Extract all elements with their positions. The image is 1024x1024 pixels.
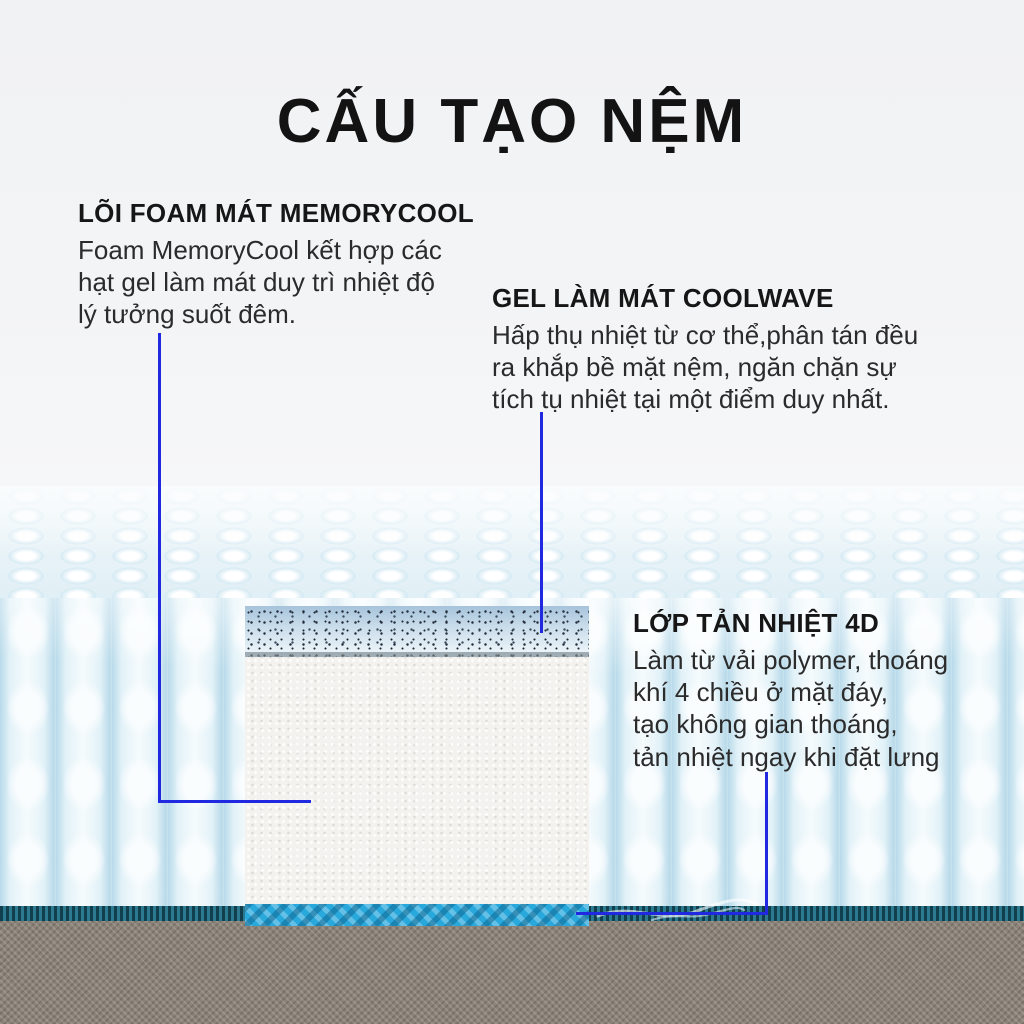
page-title: CẤU TẠO NỆM xyxy=(276,87,748,156)
annotation-4d-layer-line: Làm từ vải polymer, thoáng xyxy=(633,645,949,675)
annotation-4d-layer: LỚP TẢN NHIỆT 4D Làm từ vải polymer, tho… xyxy=(633,608,1013,773)
leader-line-coolwave-vertical xyxy=(540,412,543,633)
annotation-memorycool: LÕI FOAM MÁT MEMORYCOOL Foam MemoryCool … xyxy=(78,198,508,331)
gel-particle-layer xyxy=(245,606,589,657)
leader-line-memorycool-horizontal xyxy=(158,800,311,803)
annotation-memorycool-line: Foam MemoryCool kết hợp các xyxy=(78,235,442,265)
bed-base-fabric xyxy=(0,921,1024,1024)
airflow-swirl-icon xyxy=(596,898,758,922)
annotation-memorycool-line: lý tưởng suốt đêm. xyxy=(78,299,296,330)
leader-line-memorycool-vertical xyxy=(158,333,161,803)
annotation-coolwave-line: tích tụ nhiệt tại một điểm duy nhất. xyxy=(492,384,890,415)
cooling-mesh-4d-layer xyxy=(245,904,589,926)
annotation-coolwave-line: ra khắp bề mặt nệm, ngăn chặn sự xyxy=(492,352,897,383)
annotation-4d-layer-line: khí 4 chiều ở mặt đáy, xyxy=(633,677,889,708)
mattress-top-surface xyxy=(0,486,1024,602)
mattress-cutaway-block xyxy=(245,606,589,926)
annotation-coolwave: GEL LÀM MÁT COOLWAVE Hấp thụ nhiệt từ cơ… xyxy=(492,283,972,416)
annotation-4d-layer-line: tản nhiệt ngay khi đặt lưng xyxy=(633,741,940,772)
leader-line-4d-vertical xyxy=(765,772,768,915)
wall-background xyxy=(0,0,1024,488)
annotation-4d-layer-heading: LỚP TẢN NHIỆT 4D xyxy=(633,608,880,638)
annotation-coolwave-line: Hấp thụ nhiệt từ cơ thể,phân tán đều xyxy=(492,320,919,350)
leader-line-4d-horizontal xyxy=(576,912,768,915)
annotation-memorycool-heading: LÕI FOAM MÁT MEMORYCOOL xyxy=(78,198,474,228)
annotation-4d-layer-line: tạo không gian thoáng, xyxy=(633,709,898,740)
annotation-coolwave-heading: GEL LÀM MÁT COOLWAVE xyxy=(492,283,834,313)
annotation-memorycool-line: hạt gel làm mát duy trì nhiệt độ xyxy=(78,267,435,298)
foam-core-layer xyxy=(245,657,589,904)
